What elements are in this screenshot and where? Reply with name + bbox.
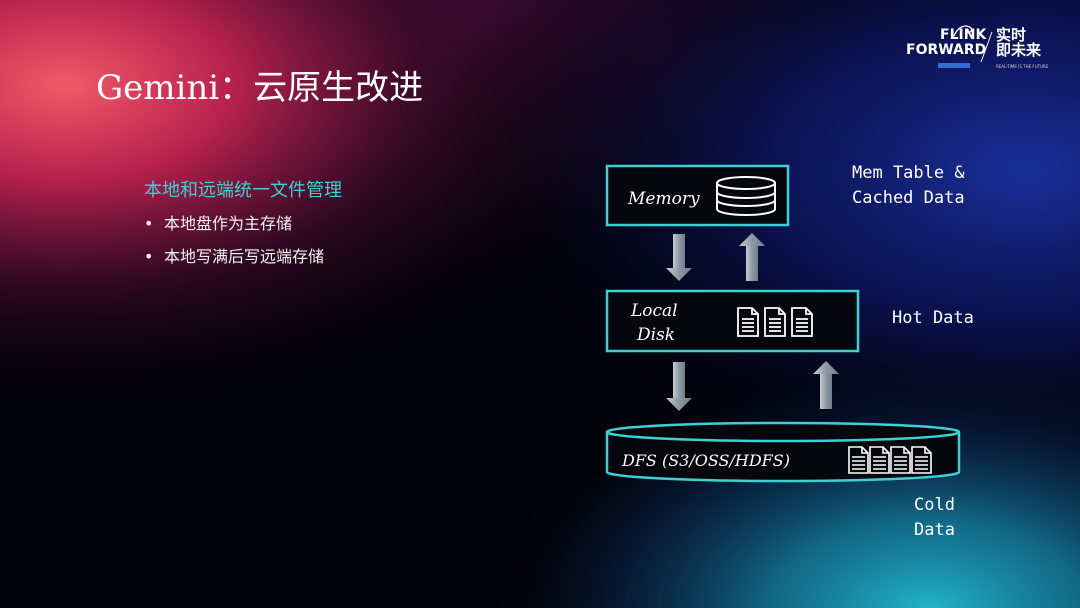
logo-tagline: REAL-TIME IS THE FUTURE <box>996 64 1049 69</box>
arrow-up-icon <box>813 361 839 409</box>
document-icon <box>737 307 759 337</box>
disk-stack-icon <box>716 176 776 216</box>
slogan-line2: 即未来 <box>996 41 1042 59</box>
dfs-cylinder <box>605 421 961 483</box>
section-heading: 本地和远端统一文件管理 <box>144 180 342 201</box>
list-item: • 本地盘作为主存储 <box>144 210 324 243</box>
logo-slogan: 实时 即未来 <box>996 28 1041 58</box>
document-icon <box>890 446 911 474</box>
squirrel-icon <box>953 25 973 37</box>
bullet-list: • 本地盘作为主存储 • 本地写满后写远端存储 <box>144 210 324 276</box>
local-label-line1: Local <box>630 301 678 321</box>
logo-line2: FORWARD <box>906 42 987 58</box>
local-disk-box <box>605 289 860 353</box>
arrow-down-icon <box>666 362 692 411</box>
document-icon <box>869 446 890 474</box>
arrow-up-icon <box>739 233 765 281</box>
local-label-line2: Disk <box>636 325 675 345</box>
logo-wordmark: FLINK FORWARD <box>906 28 986 58</box>
list-item: • 本地写满后写远端存储 <box>144 243 324 276</box>
bullet-dot: • <box>144 247 154 266</box>
document-icon <box>764 307 786 337</box>
document-icon <box>848 446 869 474</box>
document-icon <box>911 446 932 474</box>
bullet-text: 本地写满后写远端存储 <box>164 247 325 266</box>
memory-note: Mem Table & Cached Data <box>852 163 965 208</box>
local-note: Hot Data <box>892 308 974 328</box>
dfs-note: Cold Data <box>914 495 955 540</box>
bullet-dot: • <box>144 214 154 233</box>
flink-forward-logo: FLINK FORWARD 实时 即未来 REAL-TIME IS THE FU… <box>886 22 1066 74</box>
logo-line1: FLINK <box>940 27 987 43</box>
bullet-text: 本地盘作为主存储 <box>164 214 293 233</box>
arrow-down-icon <box>666 234 692 281</box>
document-icon <box>791 307 813 337</box>
memory-label: Memory <box>627 189 700 209</box>
logo-tag <box>938 63 970 68</box>
slogan-line1: 实时 <box>996 26 1027 44</box>
dfs-label: DFS (S3/OSS/HDFS) <box>621 451 790 470</box>
slide-title: Gemini：云原生改进 <box>96 68 424 108</box>
